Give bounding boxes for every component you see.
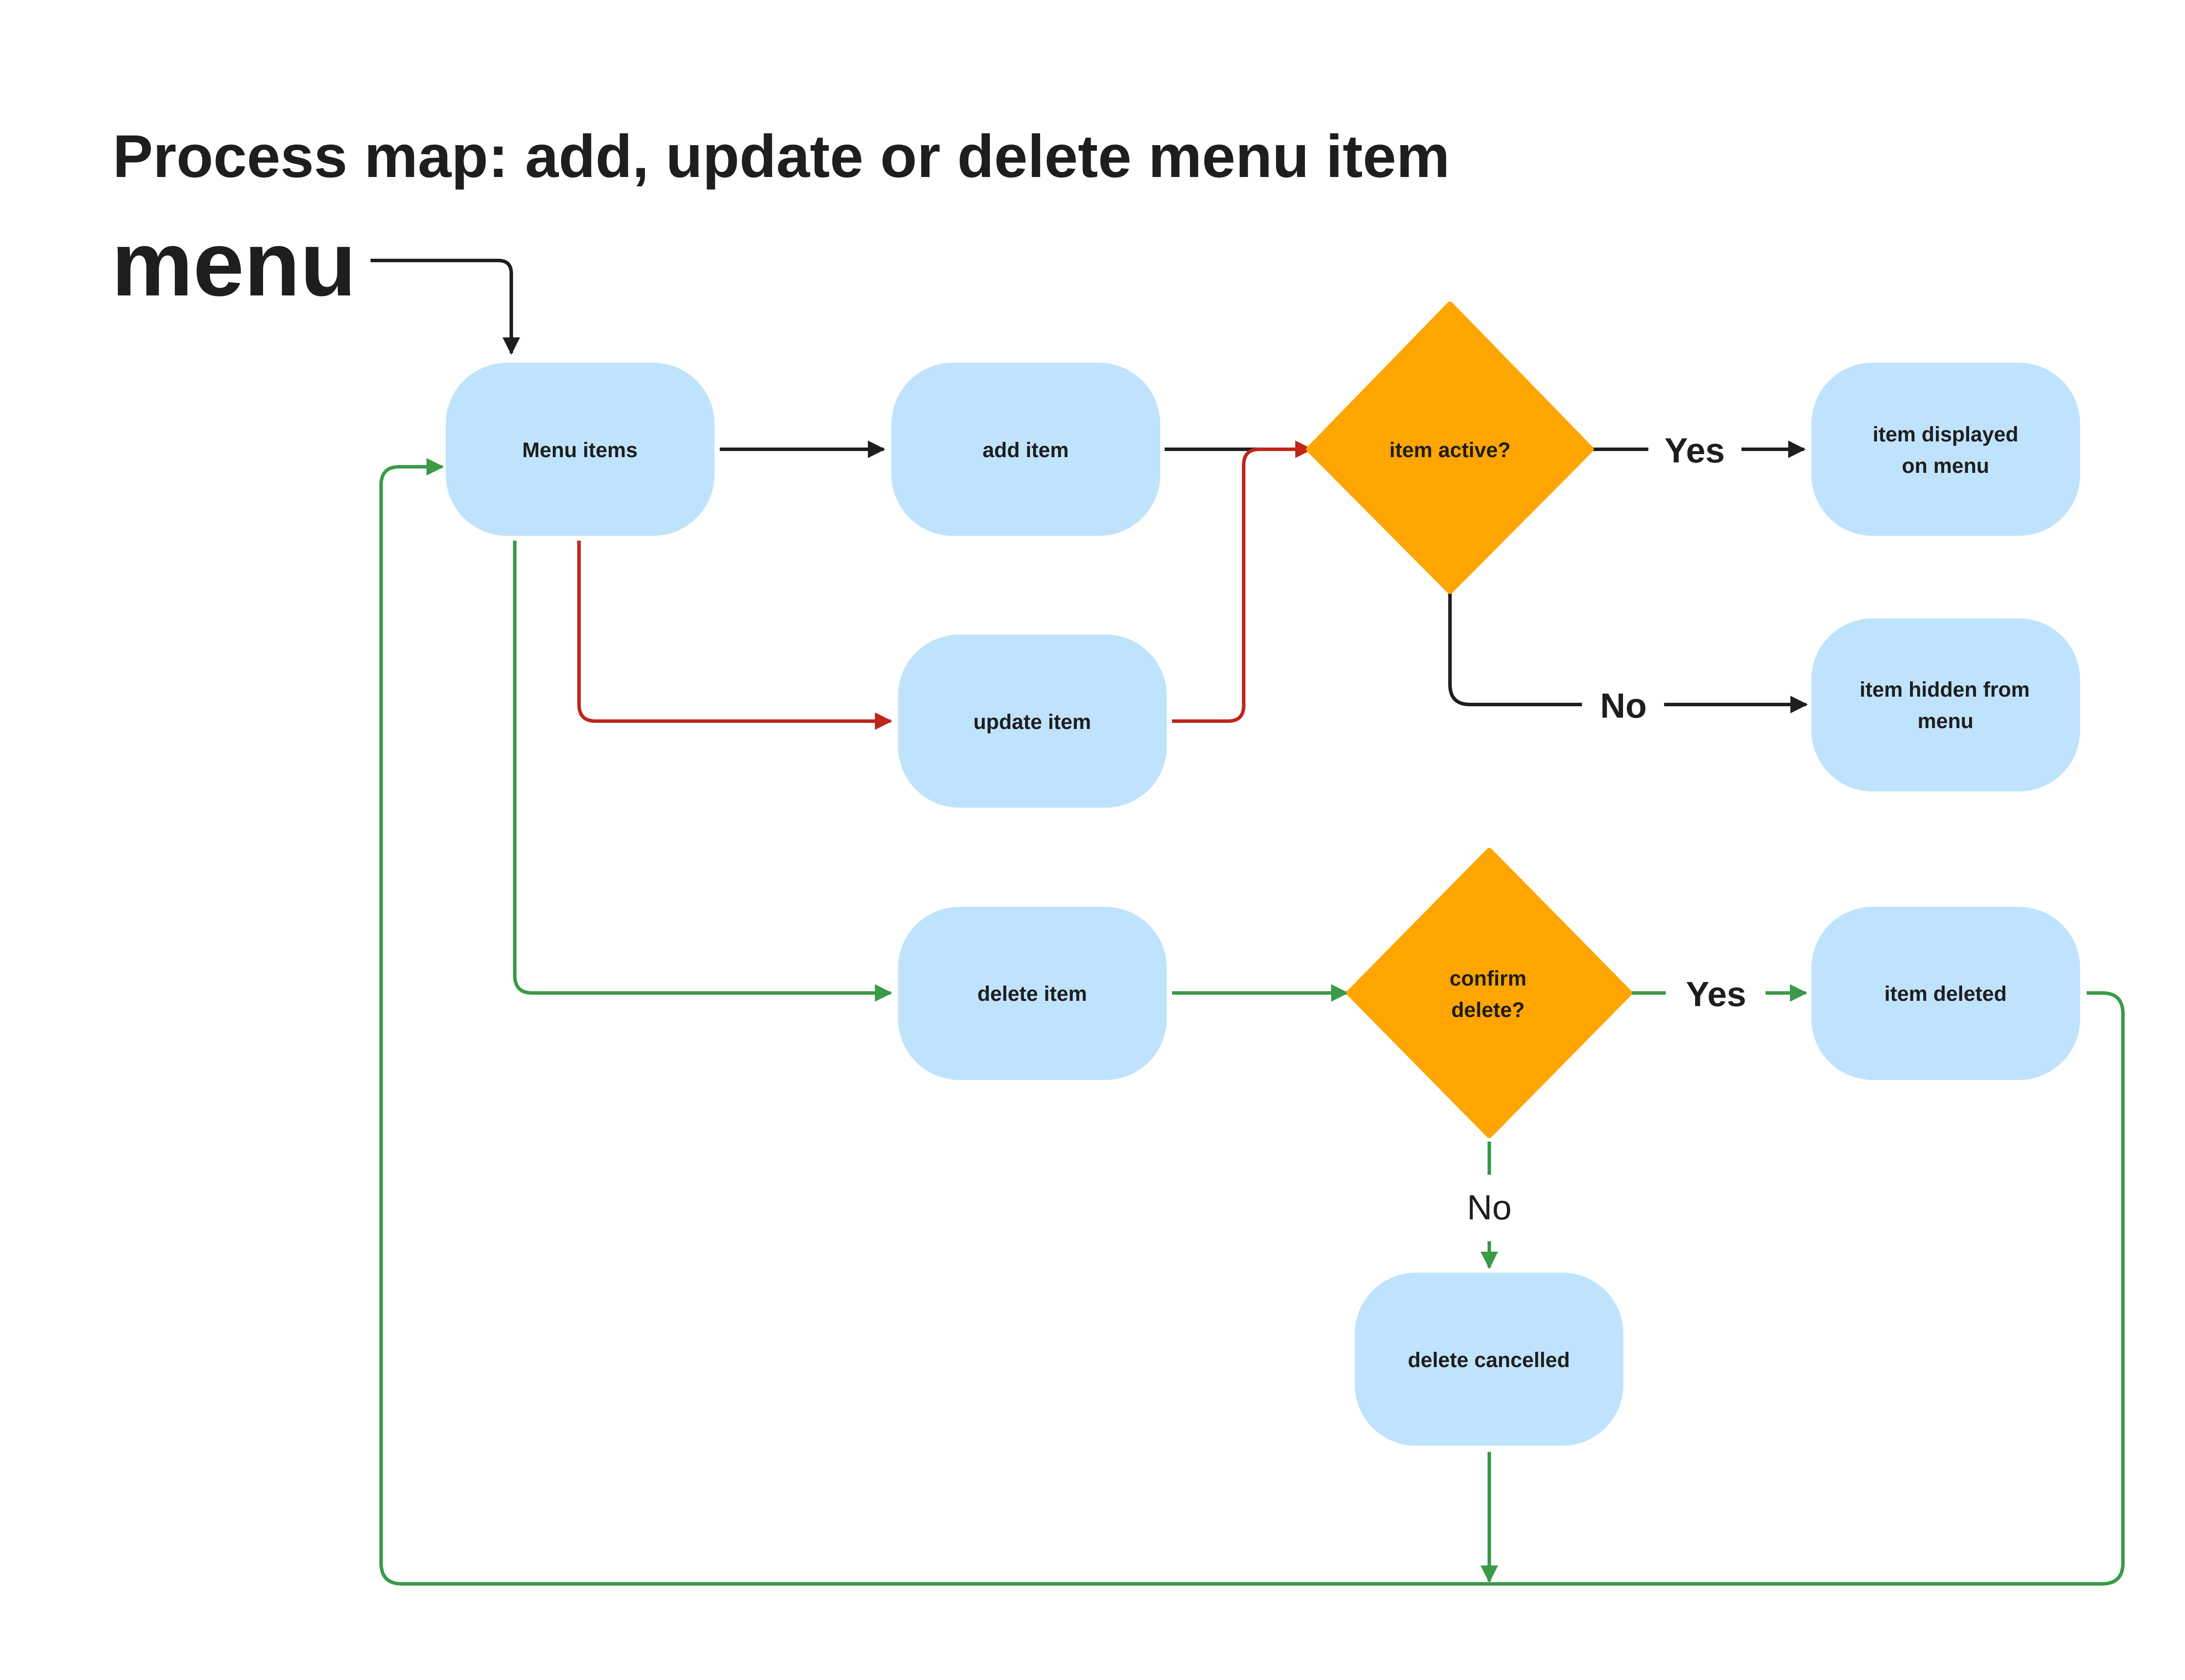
node-item-displayed: item displayed on menu — [1811, 363, 2080, 536]
svg-text:item displayed: item displayed — [1873, 423, 2018, 446]
svg-text:delete?: delete? — [1451, 999, 1525, 1022]
node-add-item: add item — [891, 363, 1160, 536]
edge-menu-to-menu-items — [371, 259, 520, 355]
node-confirm-delete-decision: confirm delete? — [1346, 848, 1632, 1138]
edge-menu-items-to-delete-item — [513, 541, 892, 1002]
node-menu-items: Menu items — [446, 363, 714, 536]
edge-menu-items-to-update-item — [577, 541, 892, 730]
svg-text:delete cancelled: delete cancelled — [1408, 1349, 1570, 1372]
svg-text:menu: menu — [1918, 710, 1973, 733]
edge-active-no-left — [1448, 591, 1582, 706]
node-delete-cancelled: delete cancelled — [1355, 1273, 1623, 1446]
edge-label-confirm-yes: Yes — [1686, 975, 1746, 1014]
node-delete-item: delete item — [898, 907, 1167, 1080]
diagram-subtitle: menu — [111, 212, 356, 315]
node-item-hidden: item hidden from menu — [1811, 618, 2080, 791]
diagram-title: Process map: add, update or delete menu … — [113, 123, 1450, 190]
node-item-active-decision: item active? — [1306, 302, 1594, 594]
svg-text:add item: add item — [982, 439, 1068, 462]
svg-text:item hidden from: item hidden from — [1859, 678, 2029, 701]
node-update-item: update item — [898, 635, 1167, 808]
svg-text:update item: update item — [973, 711, 1091, 734]
svg-text:Menu items: Menu items — [522, 439, 638, 462]
edge-label-confirm-no: No — [1467, 1188, 1512, 1227]
edge-label-active-no: No — [1600, 686, 1647, 725]
svg-text:on menu: on menu — [1902, 455, 1989, 478]
svg-text:item active?: item active? — [1389, 439, 1510, 462]
edge-update-item-to-item-active — [1172, 441, 1313, 723]
svg-text:delete item: delete item — [978, 982, 1087, 1006]
edge-label-active-yes: Yes — [1665, 431, 1725, 470]
node-item-deleted: item deleted — [1811, 907, 2080, 1080]
svg-text:confirm: confirm — [1450, 967, 1526, 990]
edge-item-deleted-return-loop — [379, 458, 2125, 1586]
svg-text:item deleted: item deleted — [1884, 982, 2007, 1006]
